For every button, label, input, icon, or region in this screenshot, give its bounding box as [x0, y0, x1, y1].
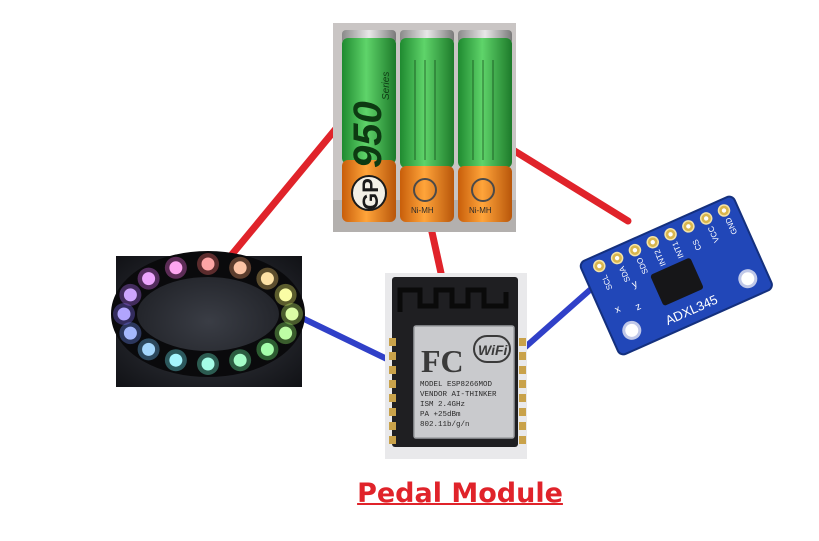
esp8266-module: FC WiFi MODEL ESP8266MOD VENDOR AI-THINKE… — [385, 273, 527, 459]
battery-brand-label: GP — [358, 178, 383, 210]
battery-capacity-label: 950 — [346, 101, 390, 168]
led-pixel — [260, 272, 274, 286]
accelerometer-pin-hole — [686, 224, 691, 229]
battery-chemistry-label: Ni-MH — [411, 206, 434, 215]
accelerometer-pin-hole — [650, 240, 655, 245]
accelerometer-pin-label: CS — [691, 238, 704, 252]
diagram-caption: Pedal Module — [357, 478, 563, 509]
esp-pin-pad — [389, 436, 396, 444]
led-pixel — [279, 326, 293, 340]
esp-pin-pad — [519, 422, 526, 430]
signal-wire-led-ring-to-esp — [297, 314, 392, 363]
esp-shield-text: ISM 2.4GHz — [420, 401, 465, 409]
led-pixel — [169, 261, 183, 275]
esp-pin-pad — [389, 338, 396, 346]
accelerometer-pin-hole — [668, 232, 673, 237]
battery-chemistry-label: Ni-MH — [469, 206, 492, 215]
esp-shield-text: MODEL ESP8266MOD — [420, 381, 493, 389]
esp-pin-pad — [389, 394, 396, 402]
esp-pin-pad — [389, 380, 396, 388]
esp-pin-pad — [519, 380, 526, 388]
led-pixel — [123, 326, 137, 340]
esp-pin-pad — [389, 366, 396, 374]
power-wire-battery-to-led-ring — [225, 121, 343, 262]
led-pixel — [169, 353, 183, 367]
battery-series-label: Series — [381, 72, 392, 100]
wifi-logo: WiFi — [478, 342, 509, 358]
esp-shield-text: PA +25dBm — [420, 411, 461, 419]
esp-pin-pad — [519, 338, 526, 346]
accelerometer-pin-hole — [721, 208, 727, 213]
led-pixel — [117, 307, 131, 321]
accelerometer-pin-hole — [632, 247, 638, 253]
power-wire-battery-to-accelerometer — [509, 146, 632, 225]
esp-shield-text: VENDOR AI-THINKER — [420, 391, 497, 399]
led-pixel — [260, 342, 274, 356]
battery-pack: 950 Series GP Ni-MH — [333, 23, 516, 232]
recycle-icon — [471, 178, 495, 202]
battery-cell: 950 Series GP — [342, 30, 396, 222]
led-pixel — [123, 288, 137, 302]
esp-pin-pad — [519, 408, 526, 416]
axis-label-x: x — [613, 304, 622, 316]
esp-pin-pad — [519, 352, 526, 360]
esp-pin-pad — [519, 394, 526, 402]
esp-pin-pad — [519, 366, 526, 374]
axis-label-z: z — [634, 301, 643, 313]
esp-pin-pad — [519, 436, 526, 444]
esp-pin-pad — [389, 422, 396, 430]
fcc-logo: FC — [421, 343, 464, 379]
antenna-trace — [397, 287, 509, 312]
esp-shield-text: 802.11b/g/n — [420, 421, 470, 429]
accelerometer-pin-hole — [703, 216, 709, 221]
led-pixel — [233, 353, 247, 367]
recycle-icon — [413, 178, 437, 202]
led-pixel — [285, 307, 299, 321]
esp-pin-pad — [389, 352, 396, 360]
led-pixel — [233, 261, 247, 275]
battery-cell: Ni-MH — [400, 30, 454, 222]
led-pixel — [201, 357, 215, 371]
accelerometer-pin-hole — [597, 263, 602, 269]
led-pixel — [201, 257, 215, 271]
esp-pin-pad — [389, 408, 396, 416]
axis-label-y: y — [630, 279, 639, 291]
accelerometer-pin-hole — [614, 255, 620, 261]
led-ring — [111, 251, 305, 387]
led-pixel — [142, 342, 156, 356]
led-pixel — [142, 272, 156, 286]
battery-cell: Ni-MH — [458, 30, 512, 222]
signal-wire-esp-to-accelerometer — [519, 286, 594, 353]
led-pixel — [279, 288, 293, 302]
